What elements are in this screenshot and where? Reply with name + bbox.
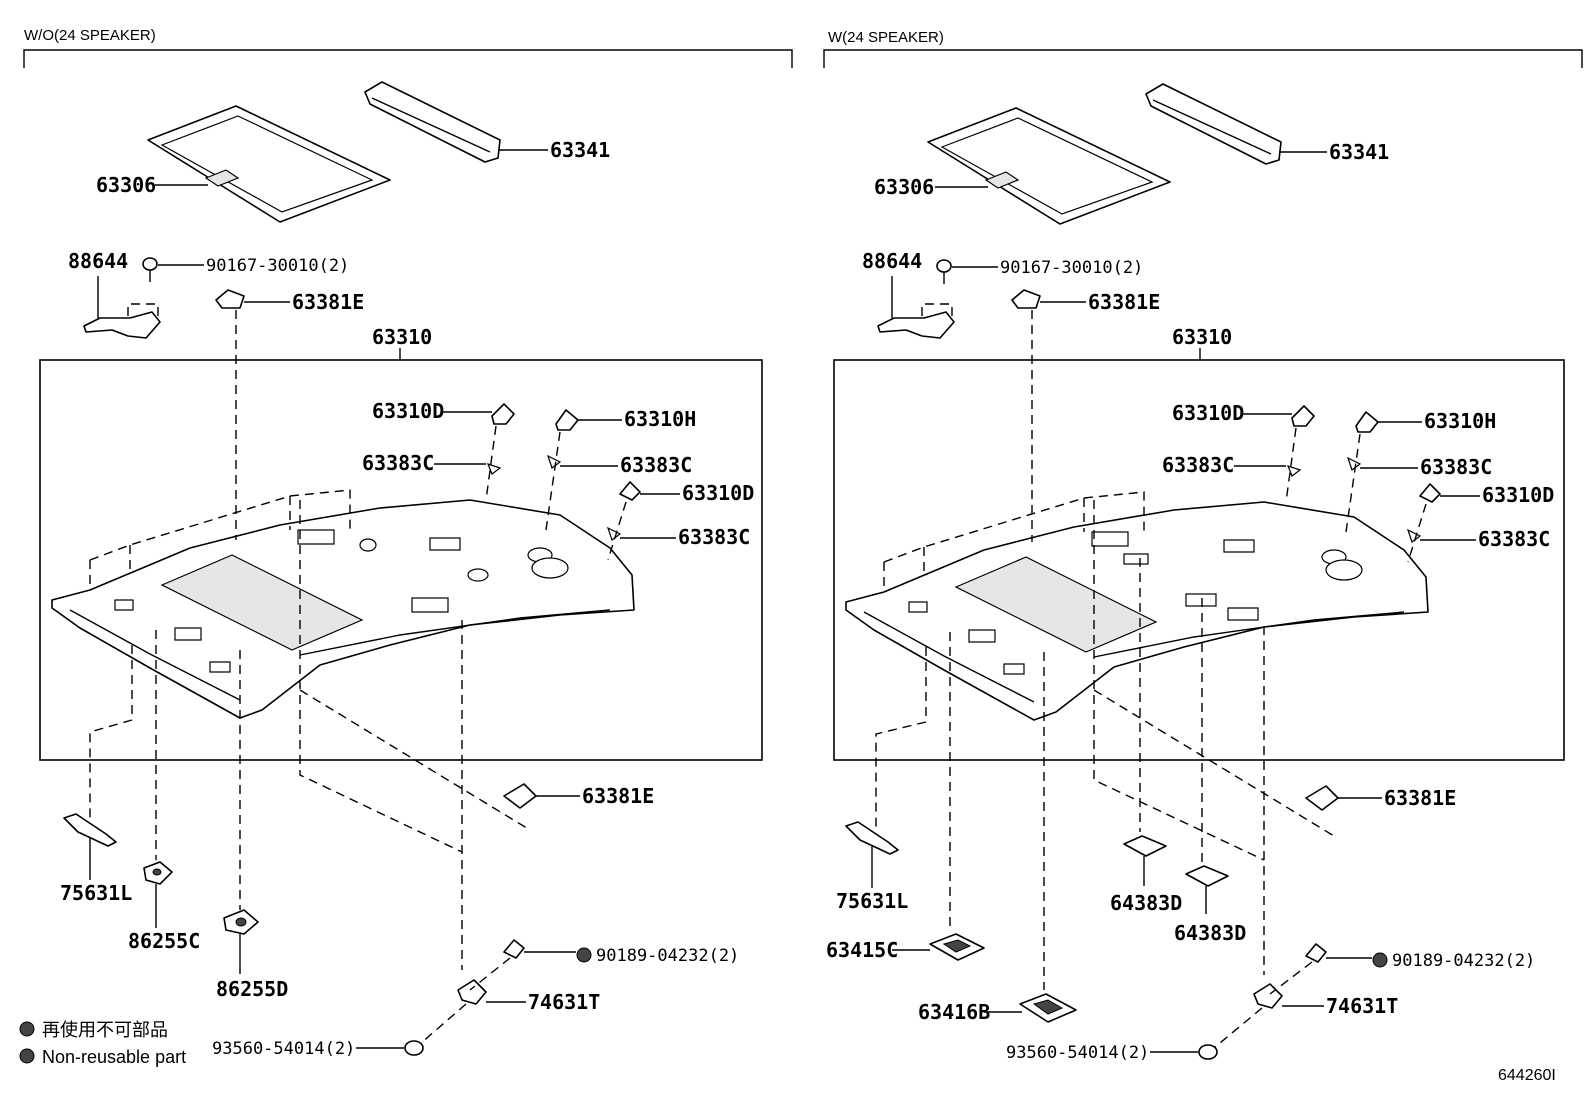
part-63341-strip (1145, 83, 1282, 165)
part-88644-bracket (83, 276, 161, 339)
label-63310D-a: 63310D (1172, 401, 1244, 425)
label-63341: 63341 (1329, 140, 1389, 164)
right-panel: W(24 SPEAKER) 63341 63306 88644 90167-30… (823, 29, 1583, 1063)
label-93560: 93560-54014(2) (212, 1039, 355, 1059)
label-64383D-a: 64383D (1110, 891, 1182, 915)
label-88644: 88644 (862, 249, 922, 273)
label-63310H: 63310H (1424, 409, 1496, 433)
part-64383D-a-cover (1123, 835, 1167, 857)
label-63310D-a: 63310D (372, 399, 444, 423)
label-63415C: 63415C (826, 938, 898, 962)
part-74631T-bracket (1253, 983, 1283, 1009)
label-74631T: 74631T (1326, 994, 1398, 1018)
label-63383C-b: 63383C (620, 453, 692, 477)
part-75631L-trim (845, 821, 899, 855)
left-condition-label: W/O(24 SPEAKER) (24, 27, 156, 44)
part-63383C-c-tab (1406, 528, 1422, 543)
label-74631T: 74631T (528, 990, 600, 1014)
part-63310D-b-clip (1419, 483, 1441, 503)
right-assembly-box (833, 359, 1565, 761)
label-88644: 88644 (68, 249, 128, 273)
part-90167-screw (142, 257, 158, 282)
part-93560-screw (404, 1040, 424, 1056)
part-63383C-b-tab (1346, 456, 1362, 471)
part-63310D-a-clip (491, 403, 515, 425)
part-63383C-a-tab (1286, 465, 1302, 477)
part-74631T-bracket (457, 979, 487, 1005)
part-90167-screw (936, 259, 952, 284)
part-64383D-b-cover (1185, 865, 1229, 887)
label-63310D-b: 63310D (682, 481, 754, 505)
part-63383C-b-tab (546, 454, 562, 469)
part-86255C-speaker-cover (143, 861, 173, 885)
label-63306: 63306 (874, 175, 934, 199)
part-75631L-trim (63, 813, 117, 847)
label-90189: 90189-04232(2) (1392, 951, 1535, 971)
part-63381E-lower-clip (1305, 785, 1339, 811)
non-reusable-dot-icon (1372, 952, 1388, 968)
label-75631L: 75631L (836, 889, 908, 913)
reference-code: 644260I (1498, 1067, 1556, 1084)
part-63341-strip (364, 81, 501, 163)
part-63381E-top-clip (215, 289, 245, 309)
label-90167: 90167-30010(2) (1000, 258, 1143, 278)
label-63381E-lower: 63381E (1384, 786, 1456, 810)
label-90167: 90167-30010(2) (206, 256, 349, 276)
part-88644-bracket (877, 276, 955, 339)
label-93560: 93560-54014(2) (1006, 1043, 1149, 1063)
label-63381E-lower: 63381E (582, 784, 654, 808)
part-63310H-clip (1355, 411, 1379, 433)
legend-dot-icon (19, 1021, 35, 1037)
label-63383C-a: 63383C (1162, 453, 1234, 477)
label-63310: 63310 (1172, 325, 1232, 349)
legend-japanese: 再使用不可部品 (42, 1020, 168, 1040)
label-63416B: 63416B (918, 1000, 990, 1024)
part-93560-screw (1198, 1044, 1218, 1060)
label-86255C: 86255C (128, 929, 200, 953)
part-63310H-clip (555, 409, 579, 431)
legend: 再使用不可部品 Non-reusable part (19, 1020, 186, 1067)
part-86255D-speaker-cover (223, 909, 259, 935)
left-panel: W/O(24 SPEAKER) 63341 63306 88644 (23, 27, 793, 1059)
part-63415C-lamp (929, 933, 985, 961)
part-63310D-a-clip (1291, 405, 1315, 427)
label-63381E-top: 63381E (292, 290, 364, 314)
part-63306-sunshade (147, 105, 391, 223)
label-63383C-c: 63383C (1478, 527, 1550, 551)
part-63306-sunshade (927, 107, 1171, 225)
label-63306: 63306 (96, 173, 156, 197)
part-63383C-a-tab (486, 463, 502, 475)
part-63310D-b-clip (619, 481, 641, 501)
label-63381E-top: 63381E (1088, 290, 1160, 314)
left-assembly-box (39, 359, 763, 761)
part-63416B-lamp (1019, 993, 1077, 1023)
part-63381E-top-clip (1011, 289, 1041, 309)
part-63383C-c-tab (606, 526, 622, 541)
label-63383C-a: 63383C (362, 451, 434, 475)
headliner-63310 (51, 499, 635, 719)
right-condition-label: W(24 SPEAKER) (828, 29, 944, 46)
label-63383C-b: 63383C (1420, 455, 1492, 479)
part-63381E-lower-clip (503, 783, 537, 809)
headliner-63310 (845, 501, 1429, 721)
part-90189-clip (503, 939, 525, 959)
label-90189: 90189-04232(2) (596, 946, 739, 966)
label-63310D-b: 63310D (1482, 483, 1554, 507)
non-reusable-dot-icon (576, 947, 592, 963)
legend-english: Non-reusable part (42, 1047, 186, 1067)
label-63310: 63310 (372, 325, 432, 349)
left-condition-bracket (23, 49, 793, 68)
label-63383C-c: 63383C (678, 525, 750, 549)
label-86255D: 86255D (216, 977, 288, 1001)
label-64383D-b: 64383D (1174, 921, 1246, 945)
label-63341: 63341 (550, 138, 610, 162)
label-75631L: 75631L (60, 881, 132, 905)
label-63310H: 63310H (624, 407, 696, 431)
right-condition-bracket (823, 49, 1583, 68)
legend-dot-icon (19, 1048, 35, 1064)
part-90189-clip (1305, 943, 1327, 963)
